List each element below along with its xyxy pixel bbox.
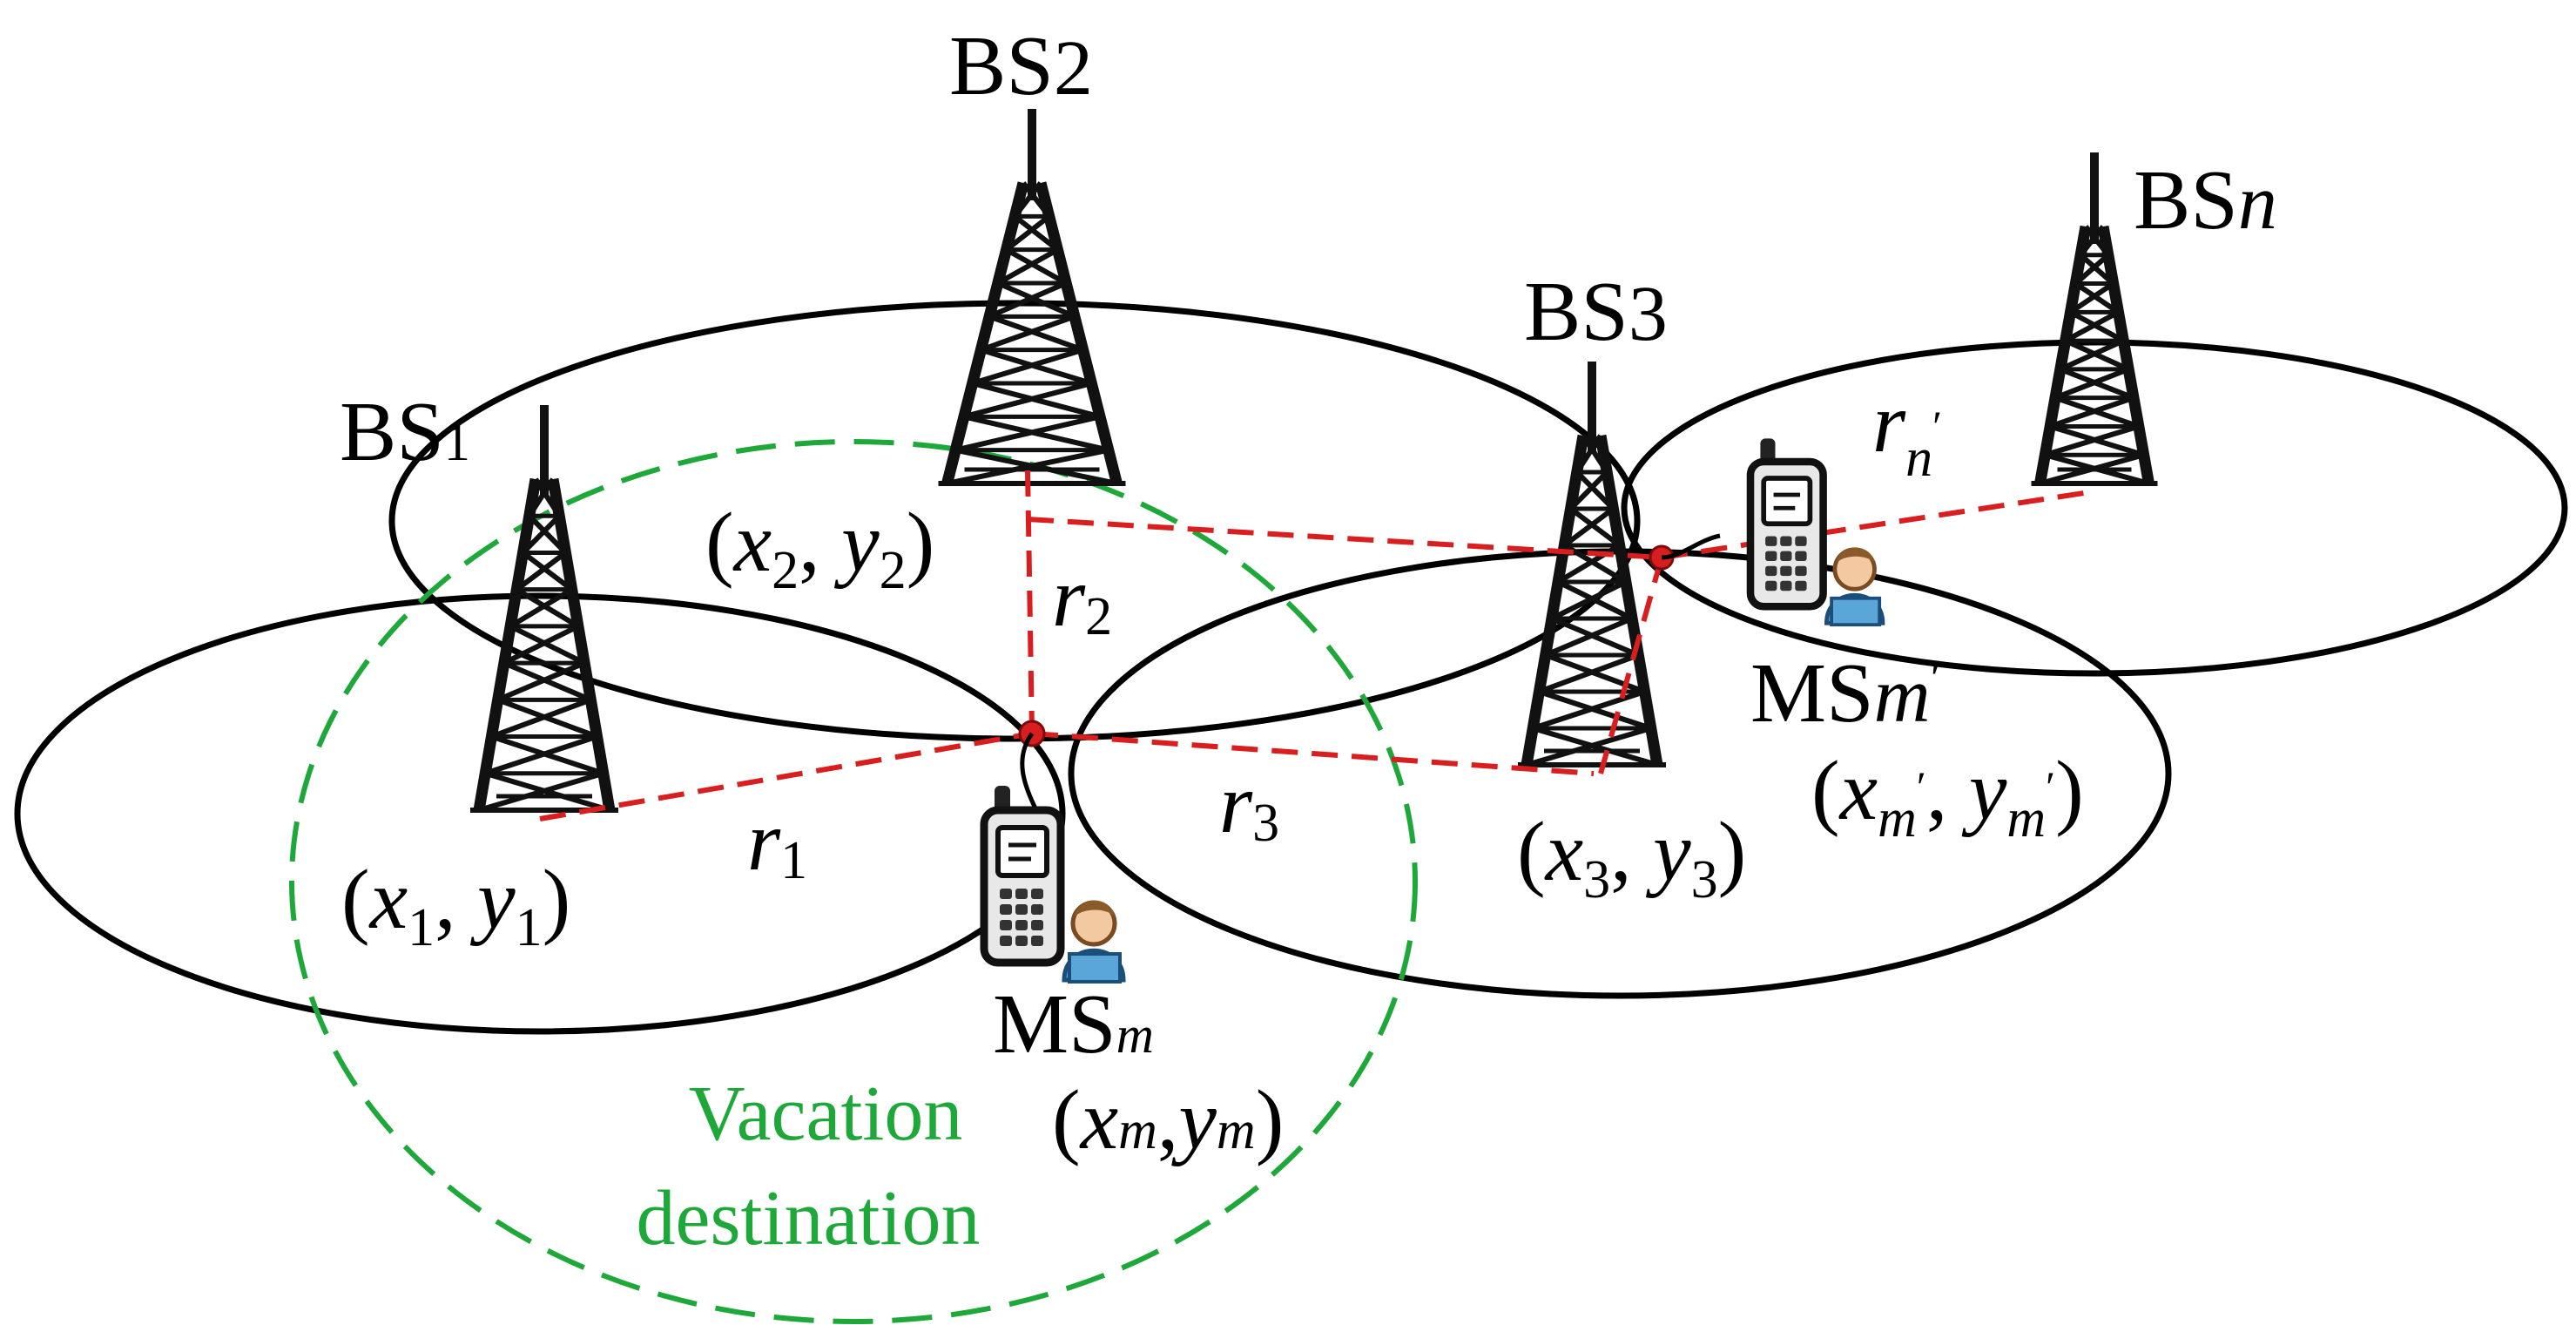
vacation-destination-label-line2: destination	[637, 1175, 981, 1261]
bs1-coordinates: (x1, y1)	[341, 853, 570, 957]
distance-label-rn: rn′	[1872, 376, 1942, 488]
distance-label-r1: r1	[747, 794, 807, 890]
distance-label-r3: r3	[1219, 757, 1279, 853]
bs2-coordinates: (x2, y2)	[705, 496, 934, 600]
distance-lines	[539, 470, 2096, 821]
tower-icon-bs3	[1518, 362, 1666, 767]
distance-line-rn	[1661, 489, 2096, 560]
coverage-ellipse-bs1	[14, 592, 1066, 1035]
bs3-label: BS3	[1524, 265, 1668, 359]
vacation-destination-label-line1: Vacation	[689, 1071, 963, 1157]
msm-tether	[1020, 732, 1039, 812]
device-group	[980, 438, 1885, 984]
distance-line-r3	[1031, 731, 1595, 776]
person-icon	[1062, 900, 1126, 984]
msm-prime-label: MSm′	[1750, 646, 1942, 740]
person-icon	[1824, 547, 1885, 627]
distance-line-bs2-bs3	[1027, 517, 1662, 560]
bs2-label: BS2	[949, 19, 1093, 113]
mobile-phone-icon	[980, 786, 1065, 967]
msm-prime-coordinates: (xm′, ym′)	[1811, 744, 2084, 848]
tower-icon-bs1	[470, 405, 618, 813]
tower-icon-bs2	[938, 109, 1126, 486]
distance-line-r1	[539, 731, 1033, 821]
distance-line-r2	[1025, 470, 1035, 734]
msm-coordinates: (xm,ym)	[1052, 1073, 1284, 1167]
bsn-label: BSn	[2134, 153, 2277, 247]
tower-icon-bsn	[2031, 152, 2158, 486]
tower-group	[470, 109, 2158, 813]
msm-prime-tether	[1661, 533, 1721, 560]
bs3-coordinates: (x3, y3)	[1517, 805, 1746, 909]
mobile-station-msm-device	[980, 786, 1126, 984]
mobile-station-msm-prime-device	[1746, 438, 1885, 627]
distance-label-r2: r2	[1052, 551, 1112, 646]
bs1-label: BS1	[340, 385, 470, 479]
vacation-destination-boundary	[289, 439, 1418, 1324]
mobile-phone-icon	[1746, 438, 1827, 611]
msm-label: MSm	[993, 977, 1154, 1071]
